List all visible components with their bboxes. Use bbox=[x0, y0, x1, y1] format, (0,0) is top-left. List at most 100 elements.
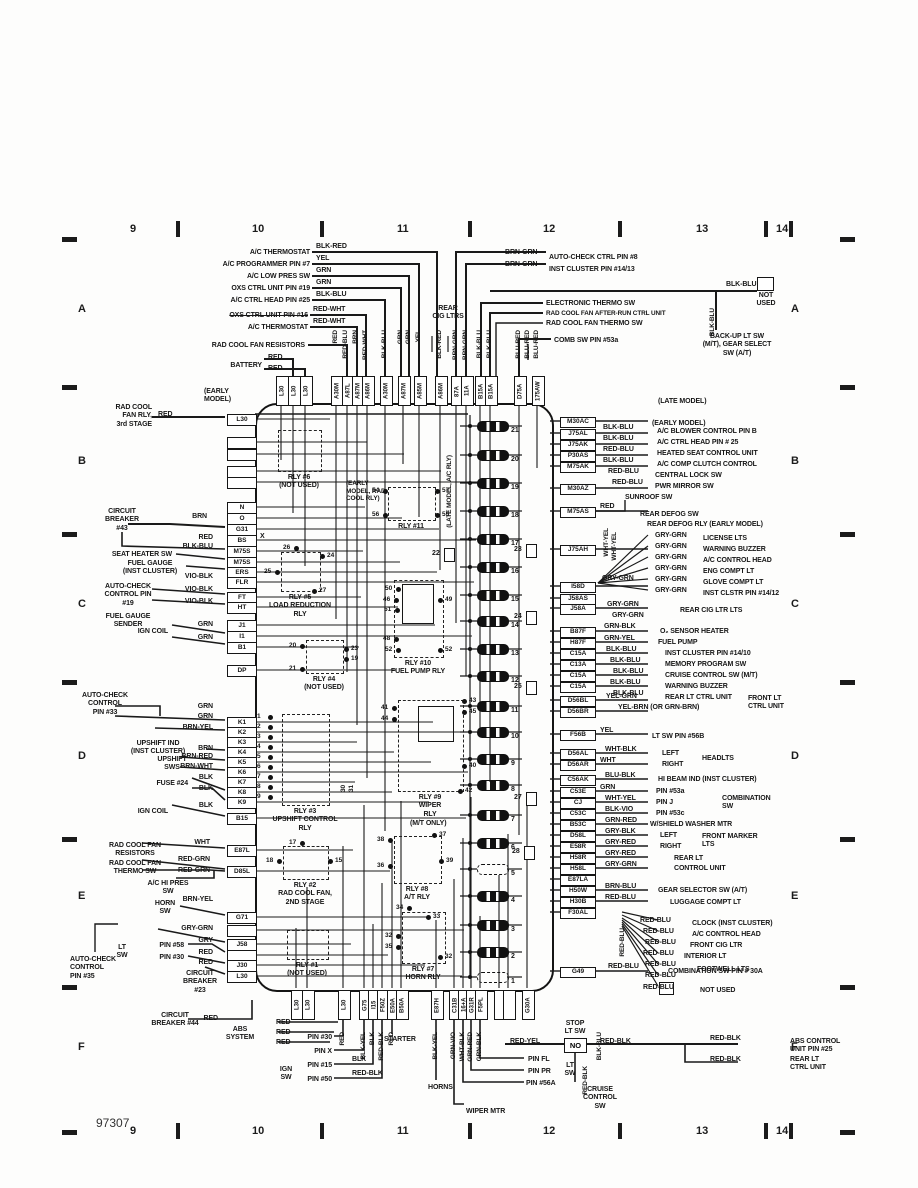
edge-mark bbox=[840, 680, 855, 685]
relay-pin-number: 1 bbox=[257, 713, 261, 720]
wire bbox=[489, 312, 543, 376]
diagram-label: GRY-GRN bbox=[655, 554, 687, 561]
relay-body bbox=[402, 584, 434, 624]
diagram-label: CIRCUIT BREAKER #23 bbox=[183, 970, 217, 994]
diagram-label: STOP LT SW bbox=[564, 1020, 586, 1036]
grid-row-label: C bbox=[78, 598, 86, 610]
grid-tick bbox=[618, 1123, 622, 1139]
diagram-label: RED-BLU bbox=[645, 939, 676, 946]
connector-pin-bottom: F5PL bbox=[475, 990, 488, 1020]
connector-pin-bottom: G30A bbox=[522, 990, 535, 1020]
relay-pin-number: 36 bbox=[377, 862, 385, 869]
fuse-number: 2 bbox=[511, 953, 515, 960]
relay-pin-number: 2 bbox=[257, 723, 261, 730]
diagram-label: BRN-RED bbox=[181, 753, 213, 760]
diagram-label: RED-BLU bbox=[608, 468, 639, 475]
diagram-label: GRN-YEL bbox=[604, 635, 635, 642]
junction-dot bbox=[344, 647, 349, 652]
wire bbox=[621, 921, 659, 965]
junction-dot bbox=[268, 735, 273, 740]
stop-lt-sw-no-box: NO bbox=[564, 1038, 587, 1053]
diagram-label: CIRCUIT BREAKER #44 bbox=[151, 1012, 199, 1028]
connector-pin-left: B15 bbox=[227, 813, 257, 825]
diagram-label: PIN X bbox=[314, 1048, 332, 1055]
relay-name: RLY #9 WIPER RLY bbox=[418, 794, 442, 818]
wire bbox=[462, 1018, 524, 1083]
callout-box bbox=[524, 846, 535, 860]
junction-dot bbox=[468, 704, 472, 708]
wire bbox=[204, 966, 226, 975]
relay-pin-number: 23 bbox=[351, 645, 359, 652]
junction-dot bbox=[462, 710, 467, 715]
fuse-number: 18 bbox=[511, 512, 519, 519]
relay-pin-number: 20 bbox=[289, 642, 297, 649]
diagram-label: UPSHIFT IND (INST CLUSTER) bbox=[130, 740, 186, 756]
wire bbox=[596, 500, 626, 512]
diagram-label: FRONT CIG LTR bbox=[690, 942, 743, 949]
wire bbox=[334, 1018, 383, 1079]
diagram-label: OXS CTRL UNIT PIN #19 bbox=[231, 285, 310, 292]
grid-col-label: 9 bbox=[130, 1125, 137, 1137]
grid-row-label: F bbox=[791, 1041, 798, 1053]
relay-pin-number: 46 bbox=[383, 596, 391, 603]
wire-color-label: BLK-BLU bbox=[476, 330, 483, 359]
connector-pin-left bbox=[227, 437, 257, 449]
diagram-label: LT SW bbox=[564, 1062, 576, 1078]
diagram-label: HEADLTS bbox=[702, 755, 734, 762]
diagram-label: REAR LT bbox=[674, 855, 704, 862]
diagram-label: RED-BLU bbox=[640, 917, 671, 924]
diagram-label: RAD COOL FAN AFTER-RUN CTRL UNIT bbox=[546, 310, 666, 317]
diagram-label: PIN #53a bbox=[656, 788, 685, 795]
grid-col-label: 13 bbox=[696, 223, 709, 235]
diagram-label: IGN SW bbox=[279, 1066, 293, 1082]
connector-pin-right: D56BL bbox=[560, 696, 596, 707]
fuse-number: 16 bbox=[511, 568, 519, 575]
connector-pin-top: B15A bbox=[485, 376, 498, 406]
diagram-label: CLOCK (INST CLUSTER) bbox=[692, 920, 773, 927]
wire bbox=[334, 1018, 374, 1065]
relay-pin-number: 18 bbox=[266, 857, 274, 864]
diagram-label: PIN #50 bbox=[307, 1076, 332, 1083]
not-used-box-right bbox=[659, 982, 674, 995]
junction-dot bbox=[468, 537, 472, 541]
fuse-symbol bbox=[477, 562, 509, 573]
grid-col-label: 10 bbox=[252, 223, 265, 235]
diagram-label: OXS CTRL UNIT PIN #16 bbox=[229, 312, 308, 319]
diagram-label: GRY-GRN bbox=[612, 612, 644, 619]
connector-pin-right: C15A bbox=[560, 649, 596, 660]
callout-number: 24 bbox=[514, 613, 522, 620]
diagram-label: BRN-YEL bbox=[182, 896, 214, 903]
junction-dot bbox=[300, 841, 305, 846]
relay-pin-number: 8 bbox=[257, 783, 261, 790]
callout-box bbox=[444, 548, 455, 562]
diagram-label: GRN-BLK bbox=[604, 623, 636, 630]
grid-tick bbox=[468, 1123, 472, 1139]
diagram-label: REAR DEFOG SW bbox=[640, 511, 699, 518]
diagram-label: FRONT LT CTRL UNIT bbox=[748, 695, 784, 711]
diagram-label: RED-BLU bbox=[643, 950, 674, 957]
fuse-number: 11 bbox=[511, 707, 519, 714]
wire bbox=[597, 567, 649, 584]
diagram-label: FUEL PUMP bbox=[658, 639, 698, 646]
relay-pin-number: 15 bbox=[335, 857, 343, 864]
diagram-label: BLK-BLU bbox=[316, 291, 347, 298]
diagram-label: GRN bbox=[316, 267, 332, 274]
relay-pin-number: 7 bbox=[257, 773, 261, 780]
relay-pin-number: 51 bbox=[384, 606, 392, 613]
junction-dot bbox=[468, 481, 472, 485]
diagram-label: COMBINATION SW bbox=[722, 795, 771, 811]
connector-pin-right: J75AL bbox=[560, 429, 596, 440]
diagram-label: RED-BLK bbox=[352, 1070, 383, 1077]
wire bbox=[192, 787, 226, 801]
diagram-label: 31 bbox=[348, 785, 355, 793]
grid-col-label: 11 bbox=[397, 1125, 409, 1137]
diagram-label: UPSHIFT SWS bbox=[157, 756, 187, 772]
diagram-label: RED-BLK bbox=[710, 1035, 741, 1042]
diagram-label: CIRCUIT BREAKER #43 bbox=[105, 508, 139, 532]
not-used-box-top bbox=[757, 277, 774, 291]
wire-color-label: GRN-RED bbox=[467, 1032, 474, 1062]
callout-number: 25 bbox=[514, 683, 522, 690]
wire bbox=[453, 1018, 464, 1105]
junction-dot bbox=[468, 730, 472, 734]
